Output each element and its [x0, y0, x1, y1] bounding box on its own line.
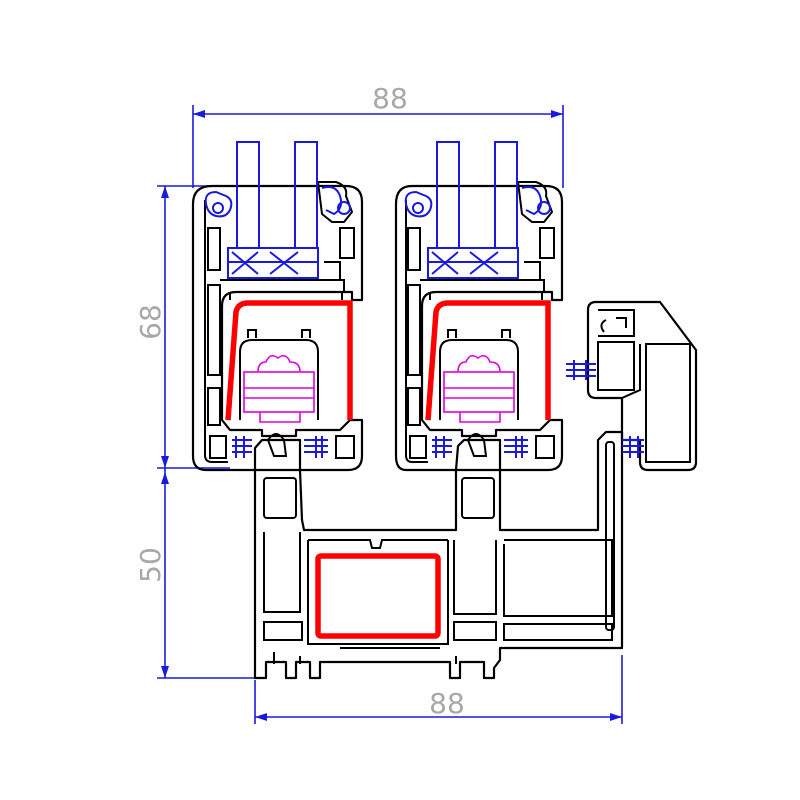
- dimension-left-upper: 68: [134, 185, 230, 469]
- dimension-left-lower-label: 50: [134, 547, 167, 583]
- adapter-profile: [586, 300, 698, 472]
- dimension-bottom: 88: [254, 655, 623, 724]
- left-sash-profile: [191, 181, 364, 472]
- dimension-top: 88: [192, 82, 564, 188]
- right-steel-reinforcement: [425, 300, 551, 421]
- left-glass-unit: [204, 141, 351, 279]
- dimension-bottom-label: 88: [429, 687, 465, 720]
- right-sash-profile: [394, 181, 564, 472]
- dimension-left-upper-label: 68: [134, 304, 167, 340]
- left-bottom-gaskets: [232, 433, 328, 458]
- left-sash-hardware: [239, 329, 319, 423]
- dimension-left-lower: 50: [134, 468, 258, 679]
- right-sash-hardware: [439, 329, 519, 423]
- frame-profile: [253, 430, 624, 680]
- adapter-gaskets: [566, 360, 644, 458]
- frame-steel-reinforcement: [315, 553, 441, 639]
- left-steel-reinforcement: [225, 300, 353, 421]
- right-glass-unit: [404, 141, 551, 279]
- right-bottom-gaskets: [432, 433, 528, 458]
- dimension-top-label: 88: [372, 82, 408, 115]
